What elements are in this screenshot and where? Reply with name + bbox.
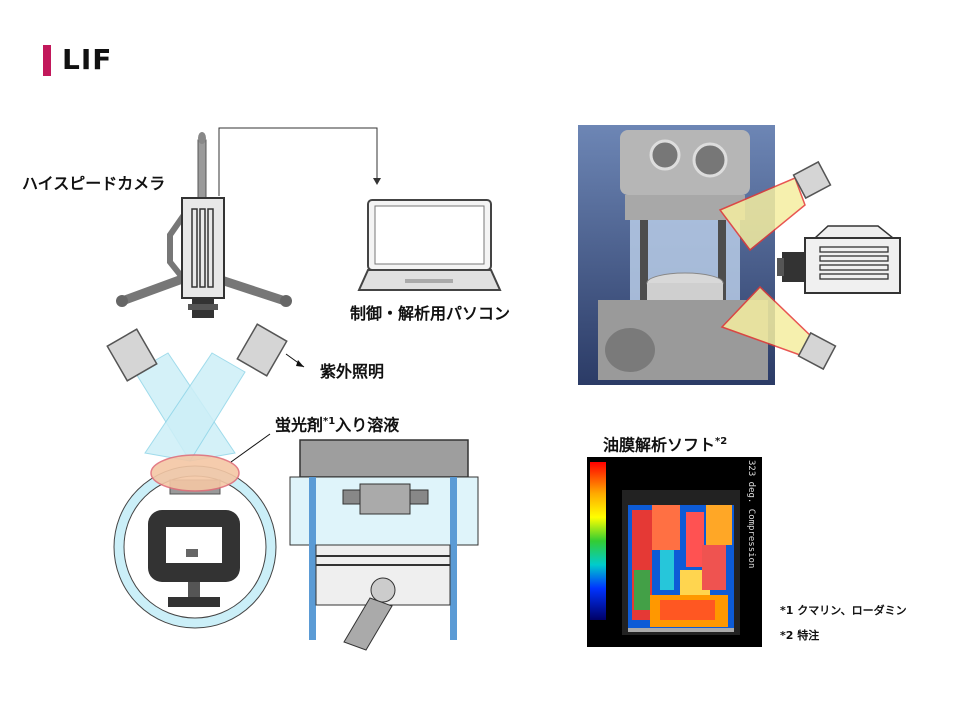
analysis-phase: Compression xyxy=(746,508,756,569)
pc-label: 制御・解析用パソコン xyxy=(350,304,511,323)
fluor-tail-text: 入り溶液 xyxy=(335,415,400,435)
uv-label-pointer xyxy=(285,353,305,368)
soft-main-text: 油膜解析ソフト xyxy=(603,435,716,455)
footnote-2: *2 特注 xyxy=(780,629,820,642)
soft-footnote-mark: *2 xyxy=(715,436,728,447)
analysis-software-label: 油膜解析ソフト*2 xyxy=(603,432,727,455)
analysis-angle: 323 deg. xyxy=(746,460,756,504)
fluor-label-pointer xyxy=(230,433,271,463)
uv-light-icon xyxy=(106,323,288,462)
high-speed-camera-icon xyxy=(116,132,292,318)
footnote-1: *1 クマリン、ローダミン xyxy=(780,604,907,617)
side-camera-icon xyxy=(777,225,901,294)
laptop-pc-icon xyxy=(357,199,502,291)
camera-to-pc-connector xyxy=(218,127,381,196)
page-title: LIF xyxy=(62,43,113,76)
analysis-software-screen xyxy=(587,457,762,647)
fluor-footnote-mark: *1 xyxy=(323,416,336,427)
camera-label: ハイスピードカメラ xyxy=(22,174,166,193)
fluor-main-text: 蛍光剤 xyxy=(275,415,324,435)
uv-light-label: 紫外照明 xyxy=(320,362,385,381)
sample-holder-icon xyxy=(113,454,277,629)
fluorescent-solution-label: 蛍光剤*1入り溶液 xyxy=(275,412,399,435)
title-accent-bar xyxy=(43,45,51,76)
cylinder-piston-icon xyxy=(289,439,479,651)
engine-photo xyxy=(578,125,837,385)
analysis-overlay-text: 323 deg. Compression xyxy=(746,460,756,568)
